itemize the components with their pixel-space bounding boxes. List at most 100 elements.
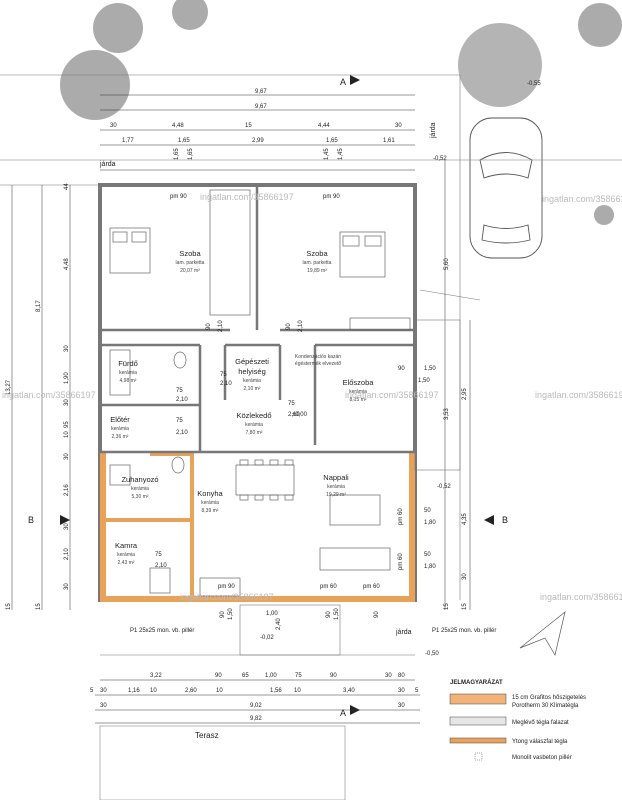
svg-text:2,95: 2,95 — [462, 388, 468, 400]
svg-text:5,60: 5,60 — [444, 258, 450, 270]
svg-text:80: 80 — [398, 673, 405, 679]
svg-text:helyiség: helyiség — [238, 367, 266, 376]
svg-text:7,80 m²: 7,80 m² — [246, 430, 263, 436]
svg-text:1,77: 1,77 — [122, 138, 134, 144]
legend-item-1: 15 cm Grafitos hőszigetelés Porotherm 30… — [449, 693, 586, 709]
svg-text:2,10 m²: 2,10 m² — [244, 386, 261, 392]
level-markers: -0,55 -0,52 -0,52 ±0,00 -0,02 -0,50 — [260, 81, 541, 657]
svg-text:90: 90 — [215, 673, 222, 679]
svg-text:1,45: 1,45 — [324, 148, 330, 160]
svg-text:ingatlan.com/35866197: ingatlan.com/35866197 — [200, 192, 294, 202]
legend-item-3: Ytong válaszfal tégla — [449, 737, 568, 745]
dim-overall2: 9,67 — [255, 104, 267, 110]
svg-text:1,80: 1,80 — [424, 564, 436, 570]
svg-text:-0,52: -0,52 — [437, 484, 451, 490]
dim-row4: 1,77 1,65 2,99 1,65 1,61 — [122, 138, 395, 144]
svg-text:2,40: 2,40 — [276, 618, 282, 630]
svg-text:10: 10 — [294, 688, 301, 694]
svg-text:15: 15 — [36, 603, 42, 610]
svg-text:50: 50 — [424, 552, 431, 558]
right-dims: 5,60 1,50 2,95 3,53 4,35 30 15 15 — [418, 258, 468, 610]
pillar-right-label: P1 25x25 mon. vb. pillér — [432, 628, 496, 634]
svg-text:1,00: 1,00 — [265, 673, 277, 679]
svg-text:15: 15 — [444, 603, 450, 610]
svg-text:5,30 m²: 5,30 m² — [132, 494, 149, 500]
svg-text:2,10: 2,10 — [176, 397, 188, 403]
svg-text:-0,50: -0,50 — [425, 651, 439, 657]
furniture — [109, 189, 411, 597]
svg-text:kerámia: kerámia — [111, 426, 129, 432]
room-szoba-2: Szoba lam. parketta 19,89 m² — [303, 249, 332, 274]
bottom-dim-overall: 9,82 — [250, 716, 262, 722]
svg-text:2,10: 2,10 — [64, 548, 70, 560]
label-jarda-top: járda — [99, 161, 116, 168]
svg-text:pm 60: pm 60 — [398, 553, 404, 570]
svg-text:kerámia: kerámia — [117, 552, 135, 558]
svg-text:90: 90 — [330, 673, 337, 679]
svg-text:1,65: 1,65 — [174, 148, 180, 160]
svg-text:30: 30 — [64, 583, 70, 590]
room-kozlekedo: Közlekedő kerámia 7,80 m² — [236, 411, 271, 436]
left-dim-lines — [11, 185, 71, 610]
svg-text:1,16: 1,16 — [128, 688, 140, 694]
svg-text:A: A — [340, 708, 346, 718]
entry-steps — [100, 319, 461, 656]
svg-text:4,48: 4,48 — [172, 123, 184, 129]
section-a-bottom: A — [340, 705, 360, 718]
svg-text:9,02: 9,02 — [250, 703, 262, 709]
boiler-label-2: égéstermék elvezető — [295, 361, 341, 367]
label-terasz: Terasz — [195, 731, 219, 740]
svg-text:30: 30 — [64, 523, 70, 530]
svg-text:19,89 m²: 19,89 m² — [307, 268, 327, 274]
bottom-dims-row1: 3,22 90 65 1,00 75 90 30 80 — [150, 673, 405, 679]
svg-text:lam. parketta: lam. parketta — [303, 260, 332, 266]
svg-text:2,60: 2,60 — [185, 688, 197, 694]
svg-text:1,50: 1,50 — [418, 378, 430, 384]
svg-text:90: 90 — [326, 611, 332, 618]
svg-text:Szoba: Szoba — [179, 249, 201, 258]
right-dim-lines — [444, 160, 471, 610]
label-jarda-top-right: járda — [430, 122, 437, 139]
svg-text:lam. parketta: lam. parketta — [176, 260, 205, 266]
watermarks: ingatlan.com/35866197 ingatlan.com/35866… — [2, 192, 622, 602]
room-szoba-1: Szoba lam. parketta 20,07 m² — [176, 249, 205, 274]
svg-text:30: 30 — [100, 703, 107, 709]
svg-text:15 cm Grafitos hőszigetelés: 15 cm Grafitos hőszigetelés — [512, 695, 586, 701]
svg-text:65: 65 — [242, 673, 249, 679]
svg-text:3,53: 3,53 — [444, 408, 450, 420]
svg-text:8,15 m²: 8,15 m² — [350, 397, 367, 403]
svg-text:±0,00: ±0,00 — [292, 412, 308, 418]
site-lines — [0, 74, 622, 600]
svg-text:1,61: 1,61 — [383, 138, 395, 144]
svg-text:90: 90 — [374, 611, 380, 618]
room-zuhanyozo: Zuhanyozó kerámia 5,30 m² — [121, 475, 158, 500]
svg-text:4,48: 4,48 — [64, 258, 70, 270]
room-eloter: Előtér kerámia 2,36 m² — [110, 415, 130, 440]
legend-item-2: Meglévő tégla falazat — [449, 716, 569, 726]
svg-text:2,36 m²: 2,36 m² — [112, 434, 129, 440]
svg-text:2,16: 2,16 — [64, 484, 70, 496]
svg-text:75: 75 — [220, 372, 227, 378]
svg-text:1,50: 1,50 — [424, 366, 436, 372]
room-eloszoba: Előszoba kerámia 8,15 m² — [343, 378, 375, 403]
room-labels: Szoba lam. parketta 20,07 m² Szoba lam. … — [110, 249, 374, 566]
svg-text:Meglévő tégla falazat: Meglévő tégla falazat — [512, 720, 569, 726]
svg-text:B: B — [28, 515, 34, 525]
tree-symbols — [60, 0, 622, 225]
svg-text:10: 10 — [150, 688, 157, 694]
svg-text:2,10: 2,10 — [176, 430, 188, 436]
svg-text:ingatlan.com/35866197: ingatlan.com/35866197 — [180, 592, 274, 602]
section-b-left: B — [28, 515, 70, 525]
svg-text:2,10: 2,10 — [218, 320, 224, 332]
svg-text:30: 30 — [462, 573, 468, 580]
legend: JELMAGYARÁZAT 15 cm Grafitos hőszigetelé… — [449, 679, 586, 761]
svg-text:5: 5 — [415, 688, 419, 694]
pillar-left-label: P1 25x25 mon. vb. pillér — [130, 628, 194, 634]
svg-text:kerámia: kerámia — [349, 389, 367, 395]
svg-text:19,29 m²: 19,29 m² — [326, 492, 346, 498]
svg-text:Ytong válaszfal tégla: Ytong válaszfal tégla — [512, 739, 568, 745]
svg-text:30: 30 — [100, 688, 107, 694]
svg-text:Fürdő: Fürdő — [118, 359, 138, 368]
svg-text:-0,02: -0,02 — [260, 635, 274, 641]
